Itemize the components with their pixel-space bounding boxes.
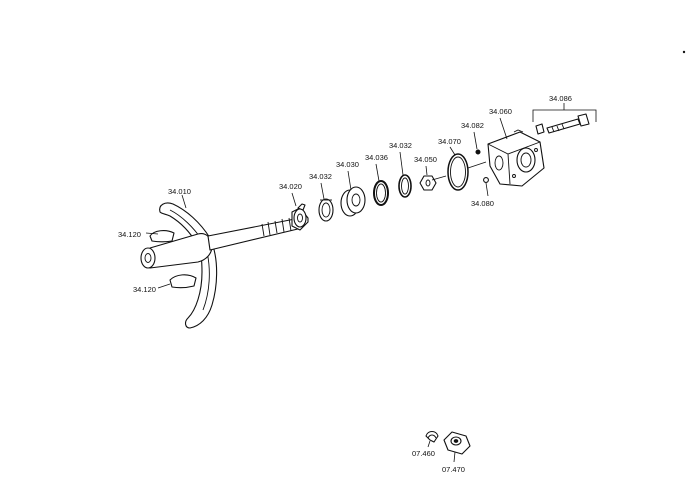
part-ring-34032-b xyxy=(398,174,412,198)
label-07460: 07.460 xyxy=(412,449,435,458)
label-34032-second: 34.032 xyxy=(389,141,412,150)
label-34082: 34.082 xyxy=(461,121,484,130)
label-34020: 34.020 xyxy=(279,182,302,191)
label-34120-upper: 34.120 xyxy=(118,230,141,239)
label-34010: 34.010 xyxy=(168,187,191,196)
part-bolt-34086 xyxy=(535,113,590,135)
part-pin-34080 xyxy=(483,177,489,183)
part-plug-34082 xyxy=(475,149,481,155)
label-34080: 34.080 xyxy=(471,199,494,208)
bracket-34086 xyxy=(532,109,597,122)
part-nut-34050 xyxy=(419,175,437,191)
label-34070: 34.070 xyxy=(438,137,461,146)
leader-lines xyxy=(145,103,565,463)
label-34086: 34.086 xyxy=(549,94,572,103)
label-07470: 07.470 xyxy=(442,465,465,474)
stray-dot xyxy=(682,50,686,54)
part-labels: 34.010 34.120 34.120 34.020 34.032 34.03… xyxy=(118,94,572,474)
label-34036: 34.036 xyxy=(365,153,388,162)
label-34060: 34.060 xyxy=(489,107,512,116)
part-bearing-34030 xyxy=(340,186,366,217)
part-block-07470 xyxy=(443,431,471,455)
label-34120-lower: 34.120 xyxy=(133,285,156,294)
part-o-ring-34070 xyxy=(447,153,469,191)
label-34032-first: 34.032 xyxy=(309,172,332,181)
part-shift-fork-34010 xyxy=(140,202,303,329)
part-bearing-34020 xyxy=(291,203,309,231)
part-housing-34060 xyxy=(487,129,545,187)
part-clip-07460 xyxy=(425,430,439,443)
part-ring-34032-a xyxy=(318,198,334,222)
part-snap-ring-34036 xyxy=(373,180,389,206)
label-34050: 34.050 xyxy=(414,155,437,164)
label-34030: 34.030 xyxy=(336,160,359,169)
